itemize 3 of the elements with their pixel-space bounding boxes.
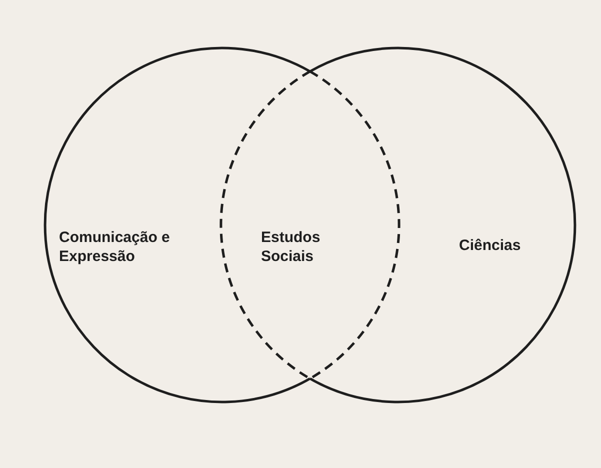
region-label: Comunicação e Expressão — [59, 228, 171, 266]
region-label: Estudos Sociais — [261, 228, 322, 266]
region-label: Ciências — [459, 236, 522, 255]
